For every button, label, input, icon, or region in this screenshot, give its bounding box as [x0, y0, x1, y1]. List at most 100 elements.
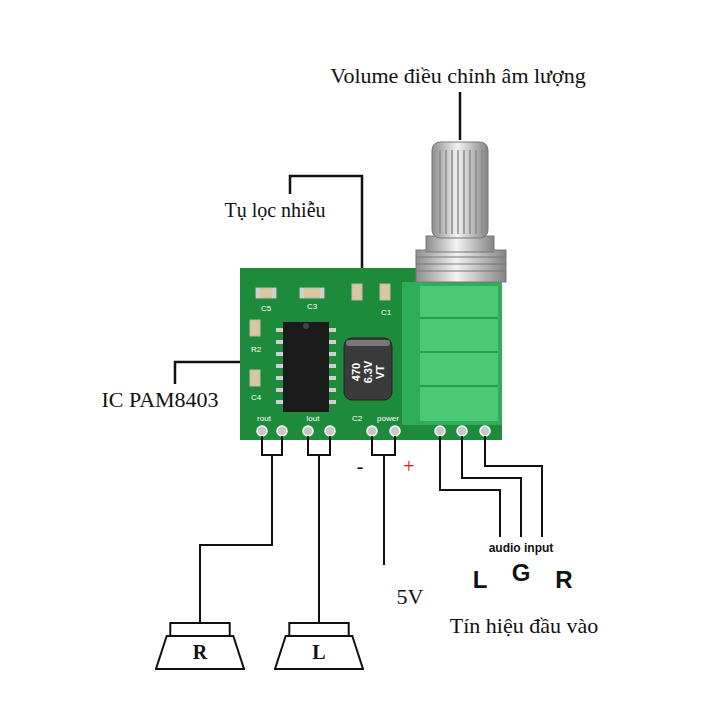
knurl [481, 150, 483, 234]
speaker-cone [156, 636, 244, 669]
supply-voltage: 5V [397, 585, 424, 609]
capacitor-voltage: 6.3V [362, 361, 374, 384]
silkscreen-label: C2 [352, 415, 362, 424]
silkscreen-label: lout [307, 415, 320, 424]
pot-nut [416, 250, 506, 282]
wire [383, 455, 385, 565]
signal-label: audio input [489, 542, 554, 555]
wire [200, 455, 272, 622]
smd-capacitor [352, 284, 362, 300]
pin-name: R [555, 567, 572, 593]
pin [435, 426, 445, 436]
smd-capacitor [256, 288, 276, 298]
housing-line [420, 317, 498, 319]
knurl [457, 150, 459, 234]
wire [485, 436, 542, 537]
thread [416, 257, 506, 258]
pin [257, 426, 267, 436]
knurl [463, 150, 465, 234]
silkscreen-label: C5 [261, 305, 271, 314]
wire [462, 436, 521, 537]
ic-pin [276, 364, 284, 368]
pcb-board [240, 268, 502, 440]
ic-pin [328, 400, 336, 404]
housing-line [420, 385, 498, 387]
smd-end [272, 288, 276, 298]
wire [262, 436, 282, 455]
pot-threads [416, 257, 506, 271]
speaker-label: L [274, 639, 364, 665]
pot-housing-lines [420, 318, 498, 386]
ic-pin [276, 328, 284, 332]
silkscreen-label: rout [257, 415, 271, 424]
capacitor-highlight [346, 340, 390, 346]
speaker-magnet [170, 623, 229, 636]
wires [200, 436, 542, 622]
pin [480, 426, 490, 436]
capacitor-mark: VT [374, 365, 386, 379]
smd-capacitor [250, 370, 260, 386]
smd-capacitor [380, 284, 390, 300]
polarity-sign: + [403, 455, 414, 477]
ic-pin [276, 376, 284, 380]
polarity-sign: - [357, 455, 364, 477]
callout-label: IC PAM8403 [101, 388, 218, 412]
silkscreen-label: C4 [251, 394, 261, 403]
thread [416, 271, 506, 272]
capacitor-value: 470 [350, 363, 362, 381]
electrolytic-capacitor [344, 338, 392, 400]
pin [367, 426, 377, 436]
pin [457, 426, 467, 436]
smd-capacitor [300, 288, 324, 298]
wire [308, 436, 330, 455]
speaker-cone [275, 636, 363, 669]
ic-pin [328, 376, 336, 380]
pin [277, 426, 287, 436]
callout-label: Volume điều chỉnh âm lượng [330, 64, 585, 88]
knurl [445, 150, 447, 234]
pot-housing-face [420, 286, 498, 421]
knurl [439, 150, 441, 234]
knurl [451, 150, 453, 234]
speaker: R [155, 622, 245, 670]
ic-pin [276, 340, 284, 344]
pin-name: L [473, 567, 488, 593]
ic-chip [276, 322, 336, 412]
ic-pin [276, 352, 284, 356]
ic-pin [276, 388, 284, 392]
pin [325, 426, 335, 436]
ic-pin [328, 364, 336, 368]
header-pins [257, 426, 490, 436]
pot-shaft [432, 142, 488, 238]
housing-line [420, 351, 498, 353]
smd-end [300, 288, 304, 298]
pin-name: G [512, 560, 531, 586]
knurl [475, 150, 477, 234]
wire [318, 455, 320, 622]
pin [390, 426, 400, 436]
speaker: L [274, 622, 364, 670]
thread [416, 264, 506, 265]
ic-notch [303, 323, 309, 329]
ic-pin [328, 340, 336, 344]
ic-pin [276, 400, 284, 404]
smd-end [320, 288, 324, 298]
knurl [469, 150, 471, 234]
smd-resistor [250, 320, 260, 336]
ic-pin [328, 388, 336, 392]
callout-label: Tụ lọc nhiễu [224, 199, 325, 221]
speaker-magnet [289, 623, 348, 636]
silkscreen-label: R2 [251, 346, 261, 355]
callout-label: Tín hiệu đầu vào [450, 614, 598, 638]
leader-line [459, 92, 462, 140]
silkscreen-label: C3 [307, 303, 317, 312]
shaft-knurl [440, 150, 482, 234]
ic-pin [328, 352, 336, 356]
speaker-label: R [155, 639, 245, 665]
wire [372, 436, 395, 455]
ic-pin [328, 328, 336, 332]
silkscreen-label: C1 [381, 309, 391, 318]
pin [303, 426, 313, 436]
